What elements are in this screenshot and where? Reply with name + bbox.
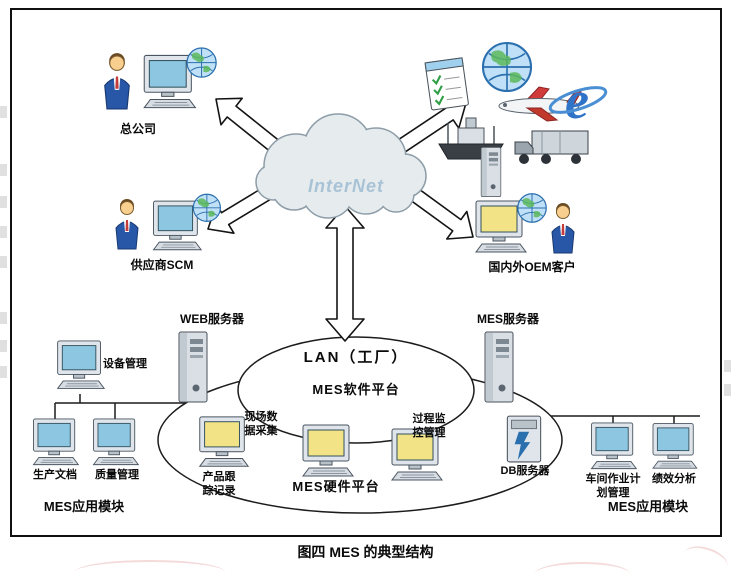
edge-artifact bbox=[75, 560, 225, 572]
right-module-group-label: MES应用模块 bbox=[607, 499, 689, 514]
edge-artifact bbox=[0, 256, 7, 268]
db-server-label: DB服务器 bbox=[500, 465, 550, 477]
left-module-group-label: MES应用模块 bbox=[43, 499, 125, 514]
supplier-label: 供应商SCM bbox=[130, 258, 194, 272]
quality-pc-icon bbox=[86, 418, 144, 470]
head-office-person-icon bbox=[100, 52, 134, 110]
db-server-icon bbox=[504, 414, 544, 464]
edge-artifact bbox=[0, 164, 7, 176]
oem-customers-label: 国内外OEM客户 bbox=[488, 260, 576, 274]
production-doc-pc-icon bbox=[26, 418, 84, 470]
oem-computer-icon bbox=[466, 192, 550, 258]
head-office-label: 总公司 bbox=[119, 122, 156, 136]
hardware-platform-label: MES硬件平台 bbox=[292, 479, 380, 494]
production-doc-label: 生产文档 bbox=[33, 469, 77, 481]
web-server-icon bbox=[176, 330, 210, 404]
supplier-person-icon bbox=[112, 198, 142, 250]
mes-server-icon bbox=[482, 330, 516, 404]
module-connector-lines bbox=[54, 394, 700, 424]
flow-arrow bbox=[325, 205, 365, 342]
workshop-plan-pc-icon bbox=[584, 422, 642, 474]
performance-pc-icon bbox=[646, 422, 702, 474]
quality-label: 质量管理 bbox=[95, 469, 139, 481]
edge-artifact bbox=[0, 196, 7, 208]
oem-person-icon bbox=[548, 202, 578, 254]
software-platform-label: MES软件平台 bbox=[312, 382, 400, 397]
cluster-server-icon bbox=[477, 146, 505, 198]
edge-artifact bbox=[0, 312, 7, 324]
figure-caption: 图四 MES 的典型结构 bbox=[297, 544, 434, 560]
internet-cloud-label: InterNet bbox=[308, 176, 384, 196]
ie-logo-icon bbox=[546, 70, 610, 134]
checklist-icon bbox=[424, 56, 470, 114]
edge-artifact bbox=[0, 226, 7, 238]
workshop-plan-label: 车间作业计 划管理 bbox=[585, 473, 641, 500]
edge-artifact bbox=[535, 562, 630, 574]
field-data-pc-icon bbox=[295, 422, 359, 484]
performance-label: 绩效分析 bbox=[652, 473, 696, 485]
internet-cloud: InterNet bbox=[255, 113, 427, 219]
web-server-label: WEB服务器 bbox=[180, 312, 244, 326]
edge-artifact bbox=[0, 366, 7, 378]
edge-artifact bbox=[724, 384, 731, 396]
edge-artifact bbox=[0, 340, 7, 352]
head-office-computer-icon bbox=[134, 46, 220, 114]
mes-server-label: MES服务器 bbox=[476, 312, 539, 326]
software-platform-ellipse bbox=[237, 336, 475, 444]
field-data-label: 现场数 据采集 bbox=[244, 411, 278, 438]
process-monitor-label: 过程监 控管理 bbox=[412, 413, 446, 440]
edge-artifact bbox=[0, 106, 7, 118]
product-tracking-label: 产品跟 踪记录 bbox=[202, 471, 236, 498]
edge-artifact bbox=[724, 360, 731, 372]
truck-icon bbox=[512, 126, 592, 170]
lan-label: LAN（工厂） bbox=[303, 349, 409, 366]
equipment-label: 设备管理 bbox=[103, 358, 147, 370]
supplier-computer-icon bbox=[144, 192, 224, 256]
